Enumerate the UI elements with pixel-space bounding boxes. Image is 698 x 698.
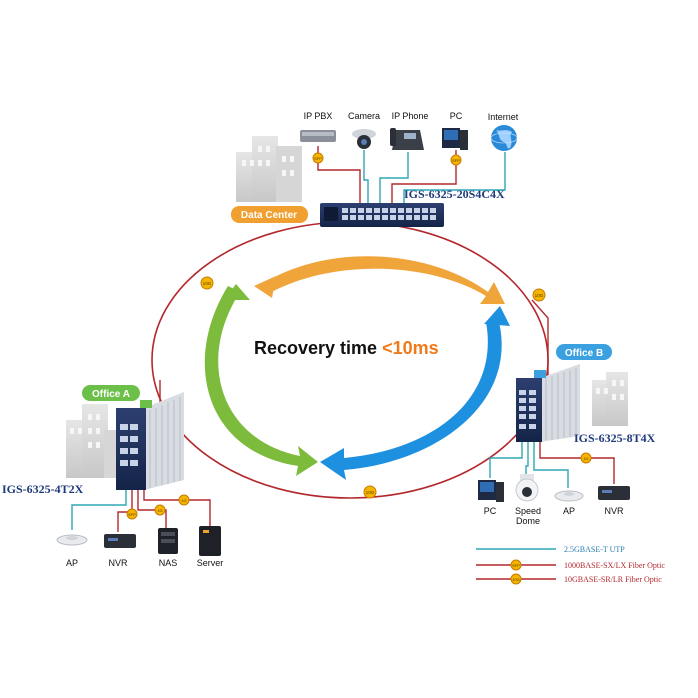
svg-text:10GBASE-SR/LR Fiber Optic: 10GBASE-SR/LR Fiber Optic [564, 575, 662, 584]
office-b-building-icon [592, 372, 628, 426]
svg-text:1G: 1G [181, 498, 186, 503]
device-label-ip-phone: IP Phone [392, 111, 429, 121]
recovery-arrow-blue [320, 318, 502, 480]
office-a-badge-server: 1G [178, 494, 190, 506]
pc-icon-data-center [442, 128, 468, 150]
svg-text:Data Center: Data Center [241, 210, 297, 221]
device-label-server: Server [197, 558, 224, 568]
recovery-time-headline: Recovery time <10ms [254, 338, 439, 358]
legend: 2.5GBASE-T UTP SFP 1000BASE-SX/LX Fiber … [476, 545, 665, 585]
svg-text:Office A: Office A [92, 389, 130, 400]
svg-text:1G: 1G [157, 508, 162, 513]
recovery-arrow-blue-head [484, 306, 510, 326]
office-b-switch-igs-6325-8t4x [516, 364, 580, 442]
device-label-pc-office-b: PC [484, 506, 497, 516]
ap-icon-office-a [56, 534, 88, 546]
office-a-switch-model-label: IGS-6325-4T2X [2, 482, 84, 496]
office-a-switch-igs-6325-4t2x [116, 392, 184, 490]
pc-icon-office-b [478, 480, 504, 502]
svg-text:SFP: SFP [512, 563, 520, 568]
office-b-device-links [489, 442, 615, 488]
device-label-nvr-office-a: NVR [108, 558, 128, 568]
office-a-building-icon [66, 404, 122, 478]
device-label-ap-office-b: AP [563, 506, 575, 516]
nvr-icon-office-b [598, 486, 630, 500]
speed-dome-camera-icon [515, 474, 539, 502]
svg-text:10G: 10G [366, 490, 375, 495]
svg-text:1G: 1G [583, 456, 588, 461]
svg-text:1000BASE-SX/LX Fiber Optic: 1000BASE-SX/LX Fiber Optic [564, 561, 665, 570]
office-a-badge-nvr: SFP [126, 508, 138, 520]
legend-item-10gbase: 10G 10GBASE-SR/LR Fiber Optic [476, 573, 662, 585]
nas-icon [158, 528, 178, 554]
ap-icon-office-b [554, 490, 584, 502]
svg-text:10G: 10G [535, 293, 544, 298]
svg-text:Office B: Office B [565, 348, 603, 359]
server-icon [199, 526, 221, 556]
ring-badge-bottom: 10G [363, 485, 377, 499]
data-center-device-links [317, 146, 506, 203]
core-switch-model-label: IGS-6325-20S4C4X [404, 187, 505, 201]
device-label-pc-data-center: PC [450, 111, 463, 121]
device-label-ap-office-a: AP [66, 558, 78, 568]
internet-globe-icon [490, 125, 518, 151]
nvr-icon-office-a [104, 534, 136, 548]
ip-phone-icon [390, 128, 424, 150]
device-label-nas: NAS [159, 558, 178, 568]
office-a-device-links [71, 490, 211, 532]
ip-pbx-icon [300, 130, 336, 142]
device-label-internet: Internet [488, 112, 519, 122]
device-label-ip-pbx: IP PBX [304, 111, 333, 121]
core-switch-igs-6325-20s4c4x [320, 203, 444, 227]
recovery-arrow-green [204, 286, 318, 476]
dc-badge-ippbx: SFP [312, 152, 324, 164]
recovery-arrow-orange-head [254, 276, 276, 298]
dc-badge-pc: SFP [450, 154, 462, 166]
legend-item-utp: 2.5GBASE-T UTP [476, 545, 625, 554]
data-center-tag: Data Center [231, 206, 308, 223]
ring-badge-right: 10G [532, 288, 546, 302]
svg-text:SFP: SFP [314, 156, 322, 161]
device-label-nvr-office-b: NVR [604, 506, 624, 516]
office-b-badge-nvr: 1G [580, 452, 592, 464]
legend-item-1000base: SFP 1000BASE-SX/LX Fiber Optic [476, 559, 665, 571]
ring-badge-top-left: 10G [200, 276, 214, 290]
recovery-arrow-orange [262, 256, 505, 304]
office-a-tag: Office A [82, 385, 140, 401]
office-a-badge-nas: 1G [154, 504, 166, 516]
office-b-tag: Office B [556, 344, 612, 360]
recovery-arrow-green-head [224, 284, 250, 300]
svg-text:2.5GBASE-T UTP: 2.5GBASE-T UTP [564, 545, 625, 554]
device-label-camera: Camera [348, 111, 380, 121]
svg-text:SFP: SFP [452, 158, 460, 163]
svg-text:10G: 10G [203, 281, 212, 286]
data-center-building-icon [236, 136, 302, 202]
camera-icon [352, 129, 376, 149]
svg-text:SFP: SFP [128, 512, 136, 517]
svg-text:10G: 10G [512, 577, 520, 582]
office-b-switch-model-label: IGS-6325-8T4X [574, 431, 656, 445]
